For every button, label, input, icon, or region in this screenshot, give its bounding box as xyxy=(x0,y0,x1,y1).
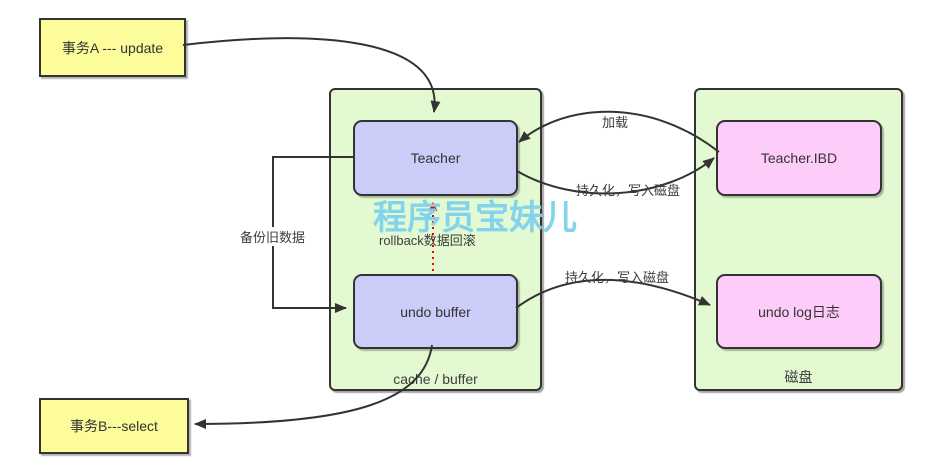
watermark-text: 程序员宝妹儿 xyxy=(373,199,577,237)
persist-teacher-edge-label: 持久化，写入磁盘 xyxy=(576,183,681,198)
load-edge-label: 加载 xyxy=(602,115,629,130)
transaction-a-node: 事务A --- update xyxy=(39,18,186,77)
backup-old-data-edge-label: 备份旧数据 xyxy=(237,227,309,246)
persist-undo-edge-label: 持久化，写入磁盘 xyxy=(565,270,670,285)
teacher-node: Teacher xyxy=(353,120,518,196)
teacher-ibd-node: Teacher.IBD xyxy=(716,120,882,196)
transaction-b-node: 事务B---select xyxy=(39,398,189,454)
rollback-edge-label: rollback数据回滚 xyxy=(379,233,476,248)
undo-buffer-node: undo buffer xyxy=(353,274,518,349)
undo-log-node: undo log日志 xyxy=(716,274,882,349)
cache-buffer-label: cache / buffer xyxy=(393,371,478,387)
disk-label: 磁盘 xyxy=(784,369,813,385)
